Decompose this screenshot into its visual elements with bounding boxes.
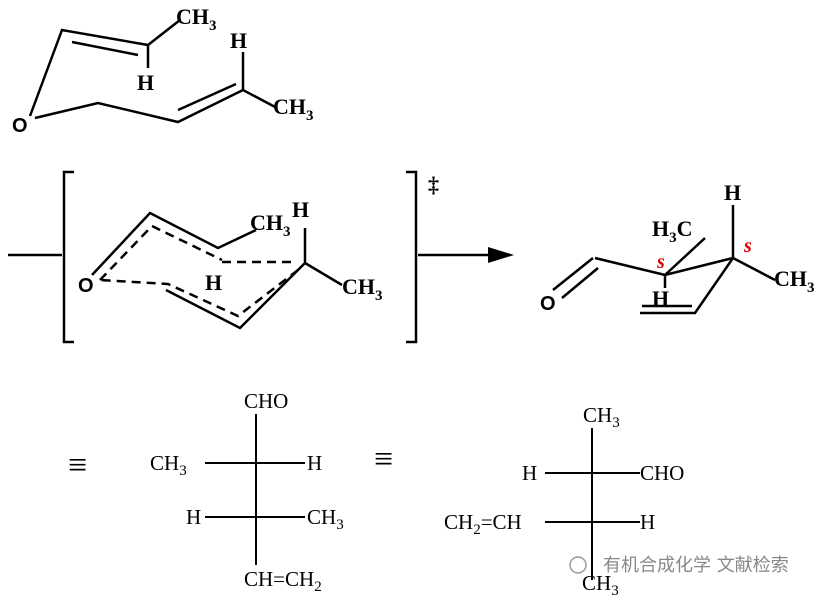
fischer-label: H [522,461,537,485]
hydrogen-label: H [724,180,741,205]
stereo-descriptor: s [656,251,665,273]
methyl-label: CH3 [774,266,815,296]
left-bracket [62,170,74,344]
fischer-label: CH3 [150,451,187,479]
methyl-label: CH3 [250,210,291,240]
hydrogen-label: H [230,28,247,53]
watermark: 有机合成化学 文献检索 [569,555,789,576]
fischer-top: CHO [244,389,288,413]
hydrogen-label: H [205,270,222,295]
watermark-text: 有机合成化学 文献检索 [603,555,789,576]
fischer-bottom: CH3 [582,571,619,599]
fischer-projection-2: CH3 H CHO CH2=CH H CH3 [444,403,684,599]
fischer-label: CHO [640,461,684,485]
methyl-label: CH3 [176,4,217,34]
fischer-label: H [307,451,322,475]
fischer-top: CH3 [583,403,620,431]
transition-state: ‡ O CH3 H H CH3 [8,170,514,344]
methyl-label: CH3 [342,274,383,304]
methyl-label: CH3 [273,94,314,124]
fischer-label: H [640,510,655,534]
fischer-label: CH2=CH [444,510,522,538]
stereo-descriptor: s [743,235,752,257]
equivalence-symbol: ≡ [68,447,87,484]
methyl-label: H3C [652,216,693,246]
hydrogen-label: H [652,286,669,311]
oxygen-label: O [78,275,94,297]
fischer-bottom: CH=CH2 [244,567,322,595]
reactant-molecule: O CH3 H H CH3 [12,4,314,137]
fischer-label: CH3 [307,505,344,533]
equivalence-symbol: ≡ [374,441,393,478]
fischer-label: H [186,505,201,529]
right-bracket [406,170,418,344]
oxygen-label: O [12,115,28,137]
wechat-icon [569,556,587,574]
product-molecule: O H3C s H H s CH3 [540,180,815,315]
arrow-head [488,247,514,263]
oxygen-label: O [540,293,556,315]
fischer-projection-1: CHO CH3 H H CH3 CH=CH2 [150,389,344,595]
hydrogen-label: H [137,70,154,95]
dagger-symbol: ‡ [428,172,439,197]
hydrogen-label: H [292,197,309,222]
